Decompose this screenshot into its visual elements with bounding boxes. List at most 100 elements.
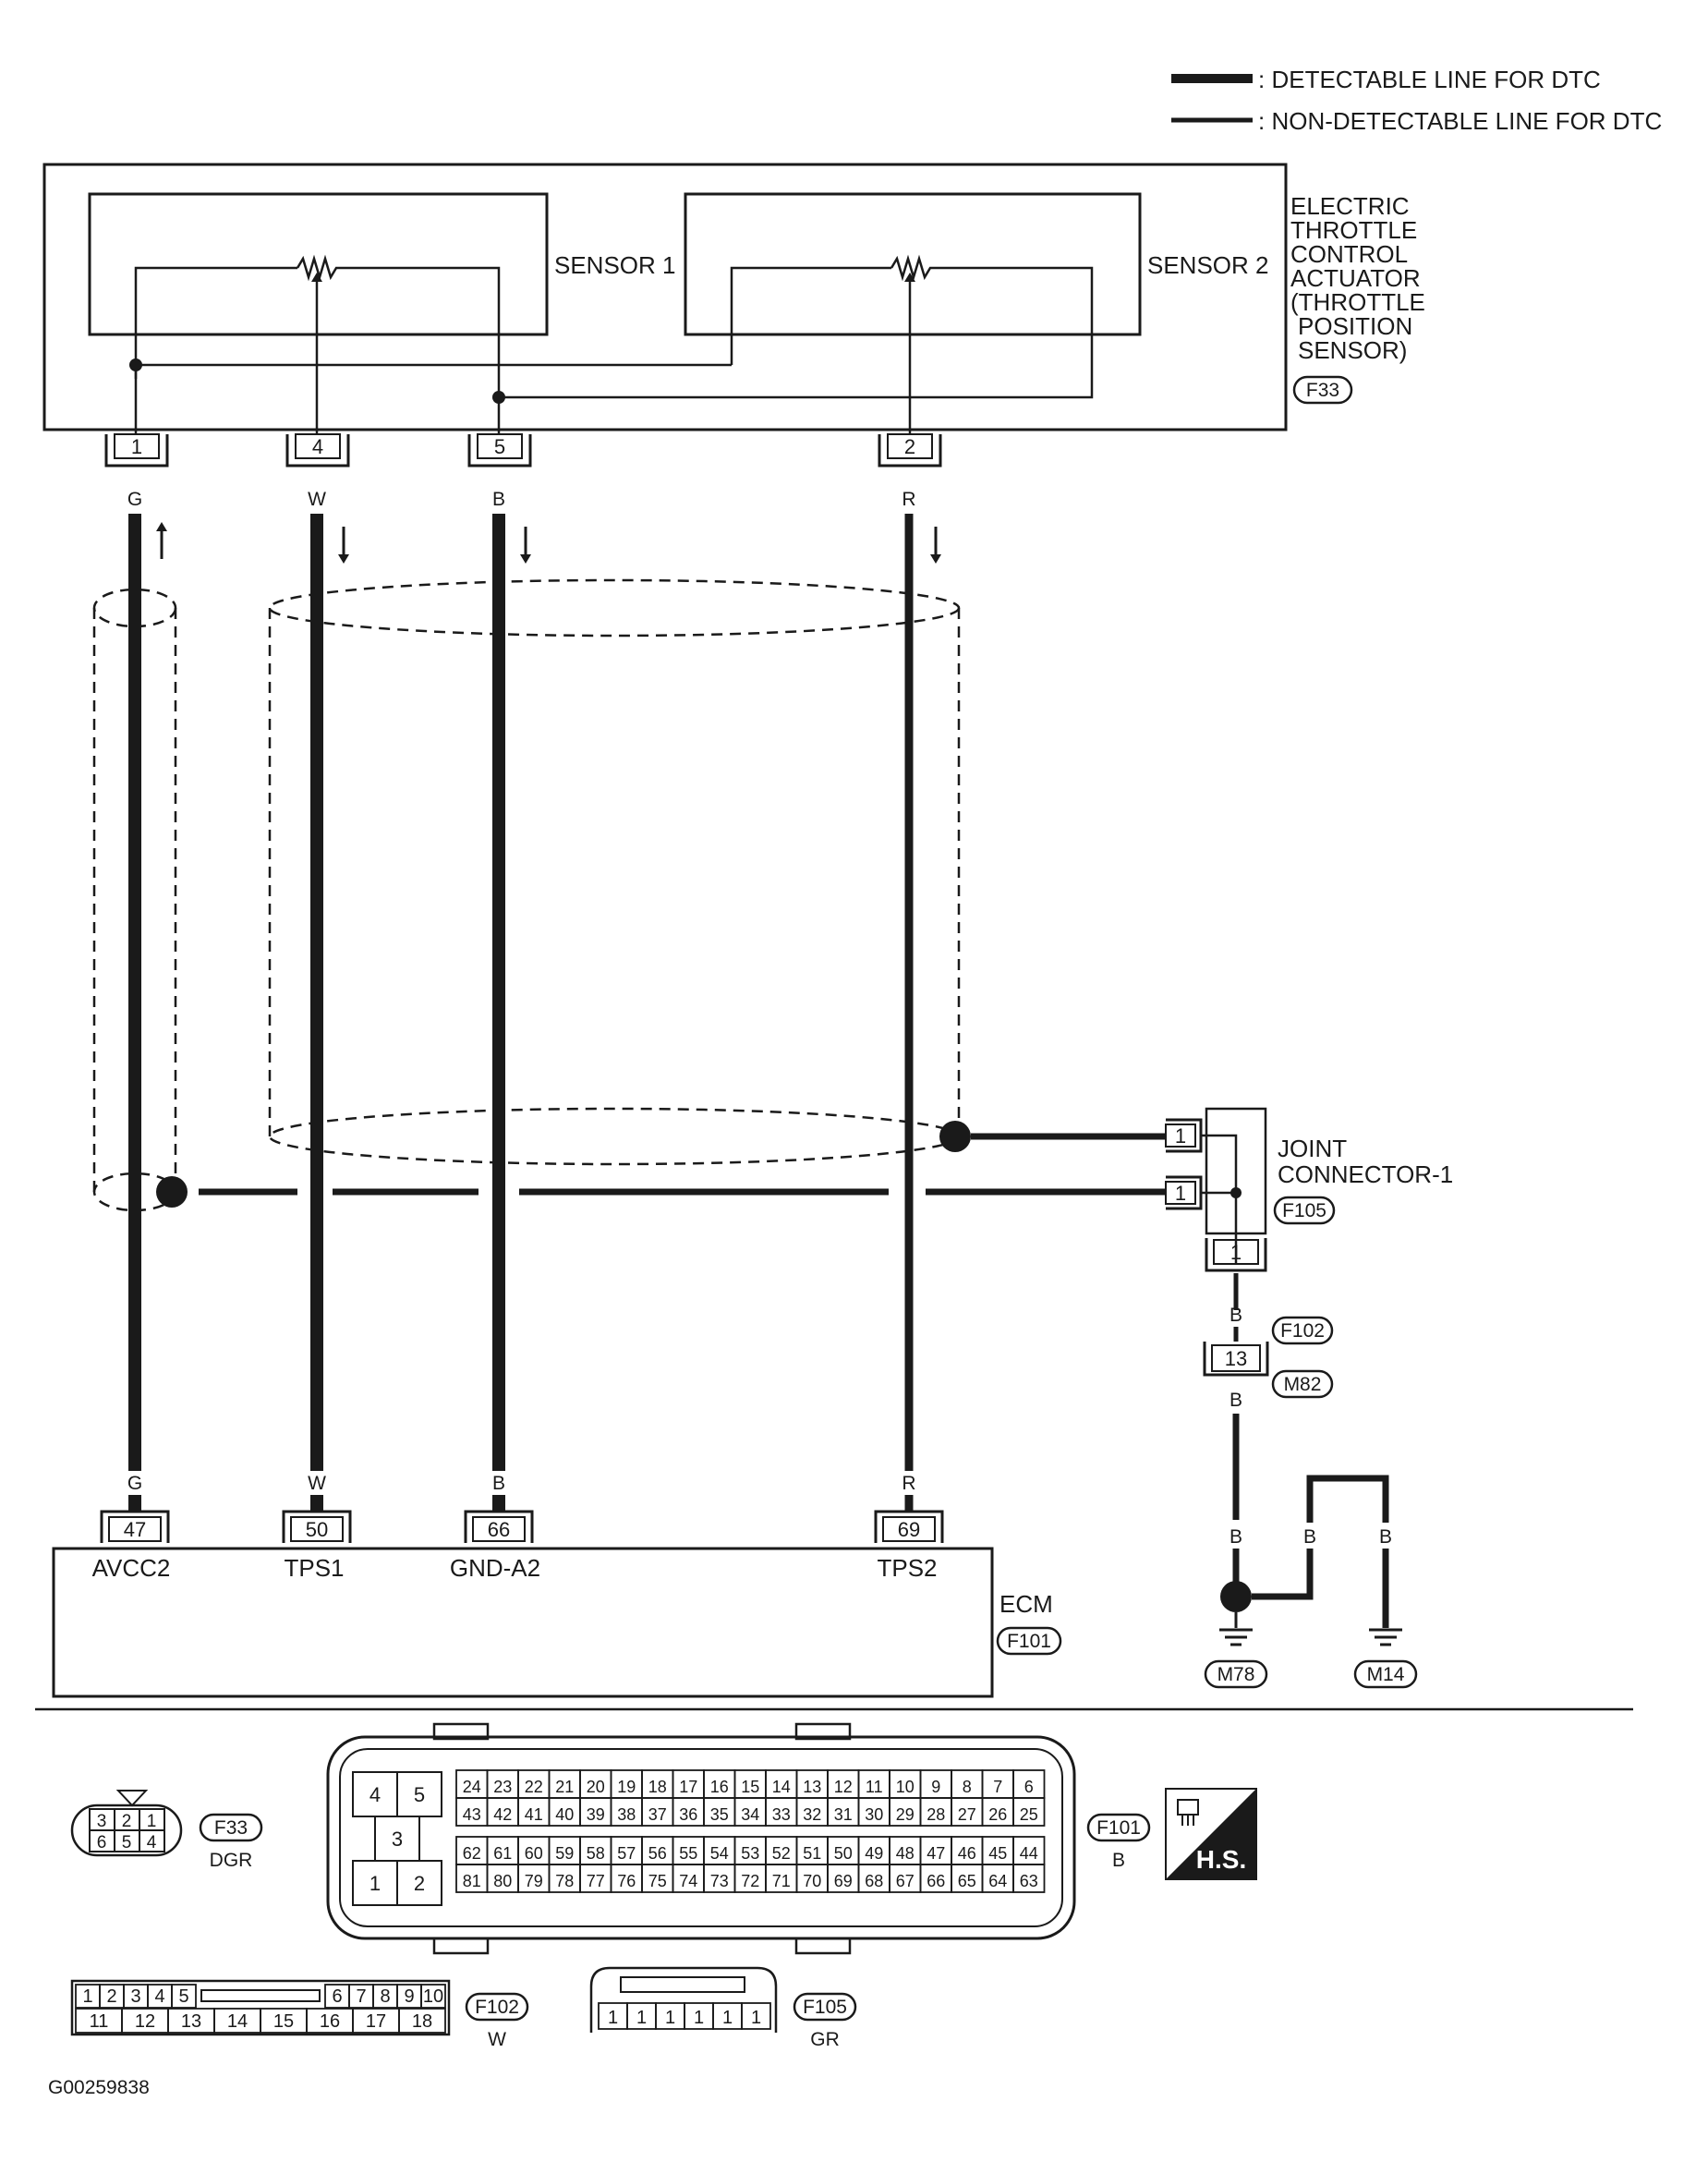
pin-number: 42: [493, 1805, 512, 1824]
pin-number: 19: [617, 1778, 636, 1796]
joint-label: CONNECTOR-1: [1278, 1160, 1453, 1188]
actuator-title-line: POSITION: [1298, 312, 1412, 340]
pin-number: 50: [834, 1844, 853, 1863]
pin-number: 10: [423, 1986, 443, 2007]
pin-cell: [420, 1984, 446, 2009]
pin-number: 63: [1020, 1872, 1038, 1890]
wire-color-label: R: [902, 489, 915, 510]
pin-number: 14: [227, 2011, 248, 2032]
pin-number: 43: [463, 1805, 481, 1824]
f33-tag-label: F33: [1306, 380, 1339, 401]
pin-number: 14: [772, 1778, 791, 1796]
pin-number: 1: [1230, 1241, 1242, 1264]
throttle-actuator: SENSOR 1 SENSOR 2 ELECTRIC THROTTLE CONT…: [42, 163, 1425, 434]
actuator-title-line: CONTROL: [1290, 240, 1408, 268]
pin-number: 1: [636, 2008, 647, 2028]
pin-number: 5: [494, 435, 505, 458]
pin-number: 66: [927, 1872, 945, 1890]
pin-number: 70: [803, 1872, 821, 1890]
shield-main: [268, 578, 961, 1166]
legend-detectable: : DETECTABLE LINE FOR DTC: [1258, 66, 1601, 93]
pin-number: 52: [772, 1844, 791, 1863]
pin-number: 31: [834, 1805, 853, 1824]
harness-connector: F102 13 M82: [1203, 1316, 1334, 1399]
pin-number: 11: [866, 1778, 883, 1796]
pin-number: 1: [608, 2008, 618, 2028]
pin-number: 4: [147, 1833, 157, 1852]
pin-number: 20: [587, 1778, 605, 1796]
ecm-pin-66: 66: [464, 1510, 534, 1543]
f105-tag: [1273, 1196, 1336, 1225]
pin-number: 57: [617, 1844, 636, 1863]
pin-number: 38: [617, 1805, 636, 1824]
pin-number: 66: [488, 1518, 510, 1541]
pin-number: 76: [617, 1872, 636, 1890]
pin-number: 6: [332, 1986, 342, 2007]
f102-view-tag: F102: [475, 1997, 519, 2018]
pin-number: 80: [493, 1872, 512, 1890]
f101-tag-label: F101: [1007, 1631, 1051, 1652]
pin-number: 2: [122, 1812, 132, 1831]
sensor1-wire-a: [134, 266, 297, 379]
ecm-pin-50: 50: [282, 1510, 352, 1543]
pin-number: 17: [366, 2011, 386, 2032]
pin-number: 11: [90, 2011, 109, 2032]
ground-symbol-icon: [1369, 1628, 1402, 1646]
legend-non-detectable: : NON-DETECTABLE LINE FOR DTC: [1258, 107, 1662, 135]
f105-view-tag: F105: [803, 1997, 847, 2018]
pin-number: 37: [648, 1805, 667, 1824]
pin-number: 7: [993, 1778, 1002, 1796]
shield-left-junction: [156, 1176, 188, 1208]
actuator-pin-2: 2: [878, 433, 942, 468]
wire-color-label: B: [1230, 1305, 1242, 1326]
detectable-line-sample: [1171, 74, 1253, 83]
ecm-terminal-label: AVCC2: [92, 1554, 171, 1582]
pin-cell: [741, 2002, 771, 2030]
pin-number: 15: [741, 1778, 759, 1796]
pin-number: 4: [154, 1986, 164, 2007]
m78-tag-label: M78: [1217, 1664, 1255, 1685]
pin-number: 61: [493, 1844, 512, 1863]
wire-color-label: G: [127, 1473, 142, 1494]
pin-number: 12: [135, 2011, 155, 2032]
pin-number: 50: [306, 1518, 328, 1541]
wire-color-label: B: [1230, 1526, 1242, 1548]
pin-number: 5: [178, 1986, 188, 2007]
m14-tag: [1353, 1659, 1418, 1689]
wire-color-label: B: [1230, 1390, 1242, 1411]
actuator-outline: [42, 163, 1288, 431]
f33-view-tag: F33: [214, 1817, 248, 1839]
pin-number: 81: [463, 1872, 481, 1890]
ecm-terminal-label: TPS1: [284, 1554, 344, 1582]
pin-number: 29: [896, 1805, 915, 1824]
actuator-pins: 1 4 5 2: [104, 433, 942, 468]
legend: : DETECTABLE LINE FOR DTC : NON-DETECTAB…: [1171, 66, 1662, 135]
wire-color-label: W: [308, 489, 326, 510]
pin-number: 67: [896, 1872, 915, 1890]
m82-tag-label: M82: [1284, 1374, 1322, 1395]
pin-number: 58: [587, 1844, 605, 1863]
pin-number: 16: [710, 1778, 729, 1796]
pin-number: 2: [904, 435, 915, 458]
pin-number: 33: [772, 1805, 791, 1824]
pin-cell: [398, 2008, 446, 2034]
pin-number: 48: [896, 1844, 915, 1863]
pin-number: 3: [392, 1828, 403, 1851]
pin-number: 44: [1020, 1844, 1038, 1863]
pin-number: 18: [412, 2011, 432, 2032]
shield-main-junction: [939, 1121, 971, 1152]
pin-number: 18: [648, 1778, 667, 1796]
pin-number: 13: [181, 2011, 201, 2032]
m14-tag-label: M14: [1367, 1664, 1405, 1685]
pin-number: 47: [927, 1844, 945, 1863]
pin-number: 32: [803, 1805, 821, 1824]
actuator-title-line: ELECTRIC: [1290, 192, 1410, 220]
wire-color-label: G: [127, 489, 142, 510]
pin-number: 51: [803, 1844, 821, 1863]
sensor1-resistor: [296, 254, 501, 397]
pin-number: 8: [380, 1986, 390, 2007]
pin-number: 26: [988, 1805, 1007, 1824]
pin-number: 22: [525, 1778, 543, 1796]
